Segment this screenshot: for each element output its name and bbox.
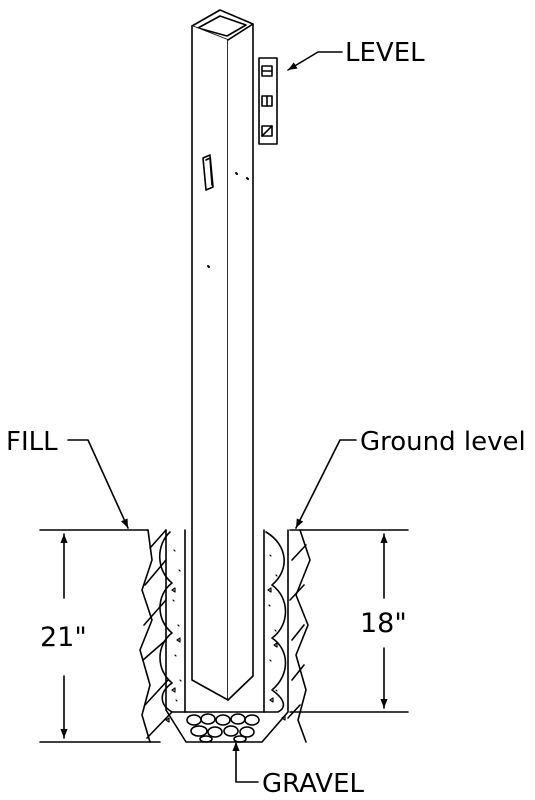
gravel-bed xyxy=(185,711,265,743)
label-fill: FILL xyxy=(6,427,58,457)
callout-level xyxy=(287,51,343,71)
callout-fill xyxy=(67,439,129,529)
label-level: LEVEL xyxy=(345,38,425,68)
post xyxy=(191,9,254,701)
dimension-18 xyxy=(289,533,409,713)
label-gravel: GRAVEL xyxy=(262,769,364,799)
fill-speckles xyxy=(165,549,286,723)
callout-gravel xyxy=(232,741,259,783)
label-ground-level: Ground level xyxy=(360,427,526,457)
label-dimension-18: 18" xyxy=(360,608,407,639)
soil-right xyxy=(287,529,311,743)
soil-left xyxy=(139,529,173,743)
callout-ground-level xyxy=(295,439,357,529)
post-details xyxy=(202,154,249,268)
label-dimension-21: 21" xyxy=(40,622,87,653)
level-tool xyxy=(258,57,278,145)
fill-left xyxy=(159,529,187,713)
hole-outline xyxy=(165,529,289,743)
fill-right xyxy=(263,529,287,713)
dimension-21 xyxy=(39,533,161,743)
